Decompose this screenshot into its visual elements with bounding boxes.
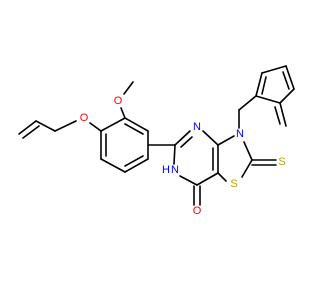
methoxy-oxygen-label: O bbox=[114, 95, 123, 107]
bond-benzyl-ring-b6 bbox=[279, 88, 295, 104]
bond-c7-nh bbox=[179, 175, 198, 186]
bond-c5-n-imine bbox=[174, 130, 191, 146]
bond-c2-s-ring bbox=[241, 159, 253, 178]
bond-c5-n-imine-inner bbox=[180, 136, 193, 148]
thione-sulfur-label: S bbox=[278, 156, 285, 168]
carbonyl-oxygen-label: O bbox=[193, 205, 202, 217]
bond-methoxy-o-to-ring bbox=[120, 107, 126, 119]
bond-n-benzyl-c2 bbox=[243, 141, 253, 161]
bond-c3a-n-benzyl bbox=[217, 135, 235, 146]
bond-allyl-terminal-double bbox=[18, 120, 37, 135]
bond-benzyl-ring-b5 bbox=[285, 65, 295, 90]
bond-allyl-middle bbox=[35, 120, 56, 132]
bond-benzyl-ring-b2 bbox=[279, 102, 287, 127]
ether-oxygen-label: O bbox=[80, 112, 89, 124]
bond-nh-c5 bbox=[173, 144, 176, 165]
ring-sulfur-label: S bbox=[230, 178, 237, 190]
atom-labels: O O N N S S H N O bbox=[80, 95, 286, 217]
bonds bbox=[18, 65, 295, 206]
bond-phenyl-a4-inner bbox=[124, 155, 144, 167]
bond-benzyl-ring-b2-inner bbox=[274, 106, 281, 125]
bond-c7a-c7 bbox=[196, 172, 219, 186]
bond-benzyl-ring-b3 bbox=[255, 72, 263, 97]
nh-nitrogen-label: N bbox=[171, 164, 179, 176]
bond-s-ring-c7a bbox=[217, 172, 227, 182]
bond-n-imine-c3a bbox=[202, 130, 219, 146]
bond-ether-o-to-ring bbox=[89, 122, 102, 132]
bond-benzyl-ring-b4 bbox=[261, 65, 287, 74]
molecule-structure-diagram: O O N N S S H N O bbox=[18, 65, 295, 217]
bond-allyl-to-ether-o bbox=[54, 120, 77, 132]
bond-benzyl-ring-b5-inner bbox=[282, 71, 290, 90]
benzyl-nitrogen-label: N bbox=[236, 128, 244, 140]
bond-benzyl-ring-b1 bbox=[255, 95, 281, 104]
imine-nitrogen-label: N bbox=[193, 121, 201, 133]
bond-phenyl-a1 bbox=[100, 117, 126, 132]
bond-phenyl-a2 bbox=[124, 117, 149, 132]
bond-ch2-to-phenyl bbox=[238, 95, 257, 111]
bond-phenyl-a4 bbox=[124, 158, 149, 173]
bond-allyl-terminal-double-inner bbox=[22, 125, 40, 139]
nh-hydrogen-label: H bbox=[162, 164, 170, 176]
bond-benzyl-ring-b3-inner bbox=[261, 76, 267, 95]
bond-phenyl-a5 bbox=[100, 158, 126, 173]
bond-phenyl-a2-inner bbox=[124, 123, 144, 135]
bond-methyl-to-methoxy-o bbox=[123, 81, 134, 95]
